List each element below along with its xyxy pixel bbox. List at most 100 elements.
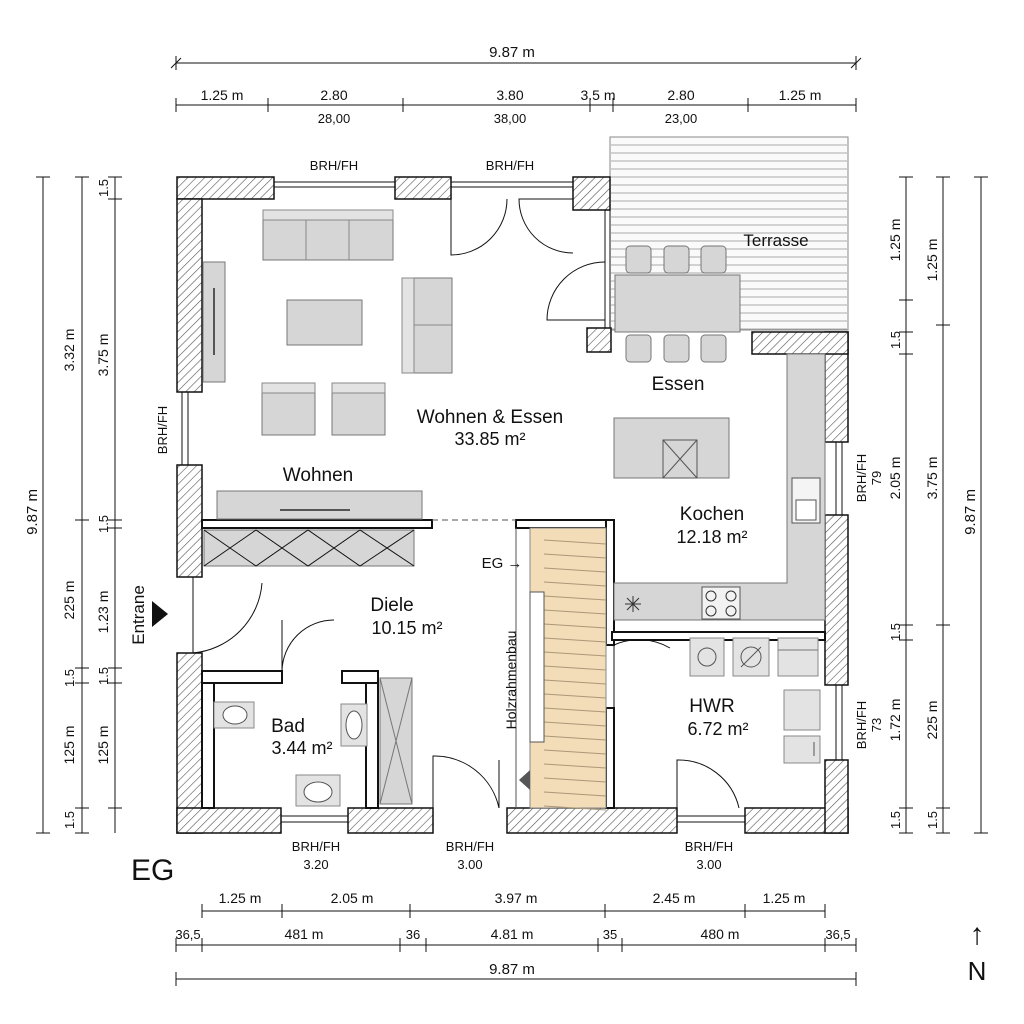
bottom-dim-1: 1.25 m bbox=[219, 890, 262, 906]
fan-icon bbox=[625, 596, 641, 612]
room-name-essen: Essen bbox=[652, 374, 705, 395]
right-dim-inner-4: 1.5 bbox=[888, 623, 903, 641]
sideboard bbox=[216, 490, 423, 520]
armchair-side bbox=[401, 277, 453, 374]
armchairs bbox=[261, 382, 386, 436]
bottom-subdim-4: 4.81 m bbox=[491, 926, 534, 942]
kitchen-counter bbox=[613, 353, 826, 621]
window-label-right-hwr-sub: 73 bbox=[869, 718, 884, 732]
terrace-label: Terrasse bbox=[743, 231, 808, 250]
entrance-label: Entrane bbox=[129, 585, 148, 645]
left-dim-outer-5: 1.5 bbox=[62, 811, 77, 829]
entrance-marker: Entrane bbox=[129, 585, 168, 645]
top-dim-2: 2.80 bbox=[320, 87, 347, 103]
room-area-diele: 10.15 m² bbox=[371, 618, 442, 638]
left-dim-outer-1: 3.32 m bbox=[61, 329, 77, 372]
top-dim-1: 1.25 m bbox=[201, 87, 244, 103]
left-dim-inner-3: 1.5 bbox=[96, 515, 111, 533]
top-dim-6: 1.25 m bbox=[779, 87, 822, 103]
dining-table bbox=[614, 245, 741, 363]
floor-label: EG bbox=[131, 854, 174, 887]
right-dim-outer-1: 1.25 m bbox=[924, 239, 940, 282]
right-dim-inner-5: 1.72 m bbox=[887, 699, 903, 742]
coffee-table bbox=[286, 299, 363, 346]
window-label-bottom-hwr: BRH/FH bbox=[685, 839, 733, 854]
hwr-appliances bbox=[689, 637, 821, 764]
bottom-total-dim: 9.87 m bbox=[489, 961, 535, 978]
window-label-bottom-hwr-sub: 3.00 bbox=[696, 857, 721, 872]
left-dim-inner-1: 1.5 bbox=[96, 179, 111, 197]
top-dim-4: 3.5 m bbox=[580, 87, 615, 103]
right-total-dim: 9.87 m bbox=[962, 489, 979, 535]
room-name-wohnen-essen: Wohnen & Essen bbox=[417, 407, 563, 428]
bottom-dim-2: 2.05 m bbox=[331, 890, 374, 906]
kitchen-island bbox=[613, 417, 730, 479]
top-dim-5: 2.80 bbox=[667, 87, 694, 103]
right-dim-inner-3: 2.05 m bbox=[887, 457, 903, 500]
cabinet-diele bbox=[379, 677, 413, 805]
room-area-hwr: 6.72 m² bbox=[687, 719, 748, 739]
stove-icon bbox=[701, 586, 741, 620]
bottom-subdim-1: 36,5 bbox=[175, 927, 200, 942]
doors bbox=[192, 198, 740, 809]
right-dim-inner-6: 1.5 bbox=[888, 811, 903, 829]
left-dim-outer-2: 225 m bbox=[61, 581, 77, 620]
stair-level-label: EG → bbox=[482, 555, 523, 572]
left-dim-outer-4: 125 m bbox=[61, 726, 77, 765]
room-area-kochen: 12.18 m² bbox=[676, 527, 747, 547]
bottom-subdim-6: 480 m bbox=[701, 926, 740, 942]
right-dim-outer-4: 1.5 bbox=[925, 811, 940, 829]
right-dim-inner-2: 1.5 bbox=[888, 331, 903, 349]
room-name-diele: Diele bbox=[370, 595, 413, 616]
right-dim-inner-1: 1.25 m bbox=[887, 219, 903, 262]
left-dim-outer-3: 1.5 bbox=[62, 669, 77, 687]
bottom-dim-4: 2.45 m bbox=[653, 890, 696, 906]
window-label-right-hwr: BRH/FH bbox=[854, 701, 869, 749]
right-dim-outer-2: 3.75 m bbox=[924, 457, 940, 500]
window-label-bottom-diele-sub: 3.00 bbox=[457, 857, 482, 872]
window-label-right-kochen: BRH/FH bbox=[854, 454, 869, 502]
left-dim-inner-2: 3.75 m bbox=[95, 334, 111, 377]
bottom-dim-5: 1.25 m bbox=[763, 890, 806, 906]
room-name-hwr: HWR bbox=[689, 696, 734, 717]
top-subdim-3: 23,00 bbox=[665, 111, 698, 126]
left-dimensions: 9.87 m 3.32 m 225 m 1.5 125 m 1.5 1.5 3.… bbox=[24, 176, 122, 834]
room-name-bad: Bad bbox=[271, 716, 305, 737]
bottom-subdim-5: 35 bbox=[603, 927, 617, 942]
staircase bbox=[515, 527, 607, 811]
wardrobe bbox=[203, 529, 415, 567]
top-subdim-1: 28,00 bbox=[318, 111, 351, 126]
window-label-right-kochen-sub: 79 bbox=[869, 471, 884, 485]
bottom-subdim-7: 36,5 bbox=[825, 927, 850, 942]
room-area-bad: 3.44 m² bbox=[271, 738, 332, 758]
left-dim-inner-5: 1.5 bbox=[96, 667, 111, 685]
sofa bbox=[262, 209, 394, 261]
room-area-wohnen-essen: 33.85 m² bbox=[454, 429, 525, 449]
window-label-top-right: BRH/FH bbox=[486, 158, 534, 173]
bottom-subdim-2: 481 m bbox=[285, 926, 324, 942]
bottom-subdim-3: 36 bbox=[406, 927, 420, 942]
right-dim-outer-3: 225 m bbox=[924, 701, 940, 740]
left-dim-inner-4: 1.23 m bbox=[95, 591, 111, 634]
top-subdim-2: 38,00 bbox=[494, 111, 527, 126]
stair-construction-label: Holzrahmenbau bbox=[503, 631, 519, 730]
north-label: N bbox=[968, 956, 987, 986]
bottom-dimensions: 1.25 m 2.05 m 3.97 m 2.45 m 1.25 m 36,5 … bbox=[175, 890, 857, 986]
bottom-dim-3: 3.97 m bbox=[495, 890, 538, 906]
window-label-bottom-bad-sub: 3.20 bbox=[303, 857, 328, 872]
top-dim-3: 3.80 bbox=[496, 87, 523, 103]
left-dim-inner-6: 125 m bbox=[95, 726, 111, 765]
right-dimensions: 1.25 m 1.5 2.05 m 1.5 1.72 m 1.5 1.25 m … bbox=[887, 176, 988, 834]
left-total-dim: 9.87 m bbox=[24, 489, 41, 535]
window-label-top-left: BRH/FH bbox=[310, 158, 358, 173]
top-total-dim: 9.87 m bbox=[489, 44, 535, 61]
windows bbox=[181, 181, 843, 823]
top-dimensions: 9.87 m 1.25 m 2.80 3.80 3.5 m 2.80 1.25 … bbox=[170, 44, 862, 126]
tv-unit-left bbox=[202, 261, 226, 383]
room-name-wohnen: Wohnen bbox=[283, 465, 353, 486]
window-label-bottom-bad: BRH/FH bbox=[292, 839, 340, 854]
window-label-bottom-diele: BRH/FH bbox=[446, 839, 494, 854]
window-label-left: BRH/FH bbox=[155, 406, 170, 454]
bathroom-fixtures bbox=[213, 701, 368, 807]
